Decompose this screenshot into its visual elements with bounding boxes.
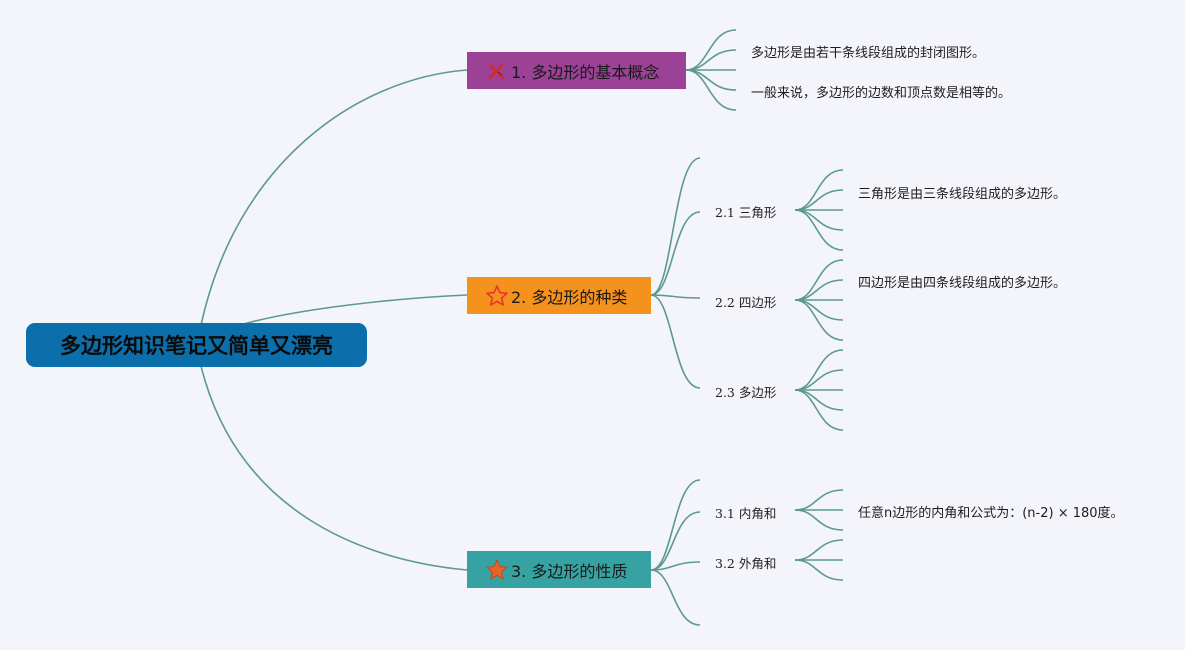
link-b1-note-1: [685, 49, 737, 71]
sub-quadrilateral[interactable]: 2.2 四边形: [715, 295, 777, 310]
link-b1-note-4: [685, 69, 737, 111]
link-sub21-leaf-3: [794, 209, 844, 231]
link-b2-sub-0: [650, 157, 701, 296]
link-sub32-leaf-0: [794, 539, 844, 561]
branch-basic-concepts[interactable]: 1. 多边形的基本概念: [467, 52, 686, 89]
root-title: 多边形知识笔记又简单又漂亮: [60, 334, 333, 358]
sub-exterior-angle-sum[interactable]: 3.2 外角和: [715, 556, 777, 571]
note-quadrilateral-definition: 四边形是由四条线段组成的多边形。: [858, 276, 1067, 291]
star-outline-icon: [486, 284, 508, 306]
link-b2-sub-2: [650, 294, 701, 299]
link-sub31-leaf-2: [794, 509, 844, 531]
link-root-branch2: [239, 294, 468, 326]
link-b3-sub-3: [650, 569, 701, 626]
note-polygon-definition: 多边形是由若干条线段组成的封闭图形。: [751, 46, 986, 61]
link-sub31-leaf-0: [794, 489, 844, 511]
link-b2-sub-3: [650, 294, 701, 389]
sub-interior-angle-sum[interactable]: 3.1 内角和: [715, 506, 777, 521]
link-b2-sub-1: [650, 211, 701, 296]
link-sub23-leaf-4: [794, 389, 844, 431]
link-sub23-leaf-1: [794, 369, 844, 391]
link-root-branch3: [199, 361, 468, 571]
branch-label: 2. 多边形的种类: [511, 287, 628, 307]
link-sub32-leaf-2: [794, 559, 844, 581]
note-interior-angle-formula: 任意n边形的内角和公式为：(n-2) × 180度。: [858, 506, 1124, 521]
link-sub22-leaf-3: [794, 299, 844, 321]
note-sides-equal-vertices: 一般来说，多边形的边数和顶点数是相等的。: [751, 86, 1012, 101]
link-root-branch1: [199, 69, 468, 331]
link-b3-sub-2: [650, 561, 701, 571]
link-sub21-leaf-4: [794, 209, 844, 251]
link-sub22-leaf-1: [794, 279, 844, 301]
link-b1-note-3: [685, 69, 737, 91]
sub-triangle[interactable]: 2.1 三角形: [715, 205, 777, 220]
branch-label: 3. 多边形的性质: [511, 561, 628, 581]
link-sub22-leaf-4: [794, 299, 844, 341]
sub-polygon[interactable]: 2.3 多边形: [715, 385, 777, 400]
link-sub21-leaf-1: [794, 189, 844, 211]
pencil-ruler-icon: [488, 63, 505, 79]
link-b3-sub-0: [650, 479, 701, 571]
branch-polygon-types[interactable]: 2. 多边形的种类: [467, 277, 651, 314]
root-node[interactable]: 多边形知识笔记又简单又漂亮: [26, 323, 367, 367]
branch-label: 1. 多边形的基本概念: [511, 62, 660, 82]
note-triangle-definition: 三角形是由三条线段组成的多边形。: [858, 187, 1067, 202]
link-b3-sub-1: [650, 511, 701, 571]
link-sub23-leaf-3: [794, 389, 844, 411]
branch-polygon-properties[interactable]: 3. 多边形的性质: [467, 551, 651, 588]
star-filled-icon: [486, 559, 508, 579]
